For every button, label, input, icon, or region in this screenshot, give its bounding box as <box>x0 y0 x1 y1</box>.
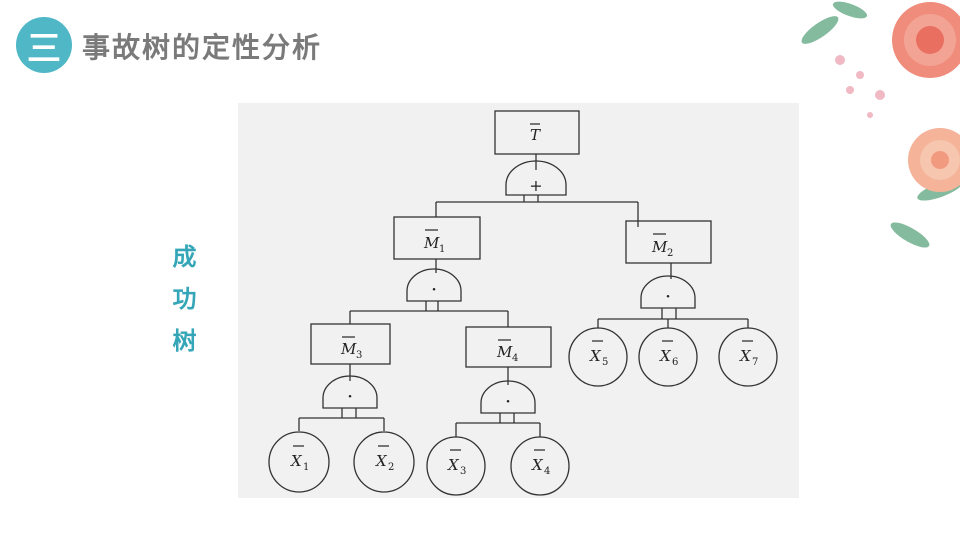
m4-subscript: 4 <box>512 353 518 364</box>
m3-subscript: 3 <box>356 350 362 361</box>
event-box-m3 <box>310 323 391 365</box>
event-box-m1 <box>393 216 481 260</box>
x4-label: X <box>531 456 544 474</box>
x2-subscript: 2 <box>388 462 394 473</box>
and-gate-m2 <box>640 275 696 309</box>
x3-label: X <box>447 456 460 474</box>
section-number-badge: 三 <box>16 17 72 73</box>
x7-label: X <box>739 347 752 365</box>
x4-subscript: 4 <box>544 466 550 477</box>
event-box-top <box>494 110 580 155</box>
and-gate-m3 <box>322 375 378 409</box>
and-gate-symbol-m4: · <box>505 389 511 413</box>
or-gate-symbol: + <box>529 176 542 195</box>
m3-label: M <box>340 340 357 358</box>
x1-subscript: 1 <box>303 462 309 473</box>
x5-label: X <box>589 347 602 365</box>
success-tree-diagram: T M 1 M 2 M 3 M 4 X 1 X 2 X 3 X 4 X 5 X … <box>238 103 799 498</box>
event-box-m4 <box>465 326 552 368</box>
x5-subscript: 5 <box>602 357 608 368</box>
x3-subscript: 3 <box>460 466 466 477</box>
m2-subscript: 2 <box>667 248 673 259</box>
m1-label: M <box>423 234 440 252</box>
flower-decoration <box>801 1 960 248</box>
or-gate-top <box>505 160 567 196</box>
m4-label: M <box>496 343 513 361</box>
x6-label: X <box>659 347 672 365</box>
basic-event-circles <box>268 327 778 496</box>
and-gate-symbol-m3: · <box>347 384 353 408</box>
and-gate-m4 <box>480 380 536 414</box>
x2-label: X <box>375 452 388 470</box>
event-box-m2 <box>625 220 712 264</box>
fault-tree-svg: T M 1 M 2 M 3 M 4 X 1 X 2 X 3 X 4 X 5 X … <box>268 110 778 496</box>
x7-subscript: 7 <box>752 357 758 368</box>
connector-lines <box>298 154 749 437</box>
side-label-success-tree: 成功树 <box>168 244 196 370</box>
x1-label: X <box>290 452 303 470</box>
and-gate-m1 <box>406 268 462 302</box>
page-title: 事故树的定性分析 <box>82 31 323 64</box>
and-gate-symbol-m2: · <box>665 284 671 308</box>
x6-subscript: 6 <box>672 357 678 368</box>
m1-subscript: 1 <box>439 244 445 255</box>
and-gate-symbol-m1: · <box>431 277 437 301</box>
m2-label: M <box>651 238 668 256</box>
top-event-label: T <box>530 126 541 144</box>
